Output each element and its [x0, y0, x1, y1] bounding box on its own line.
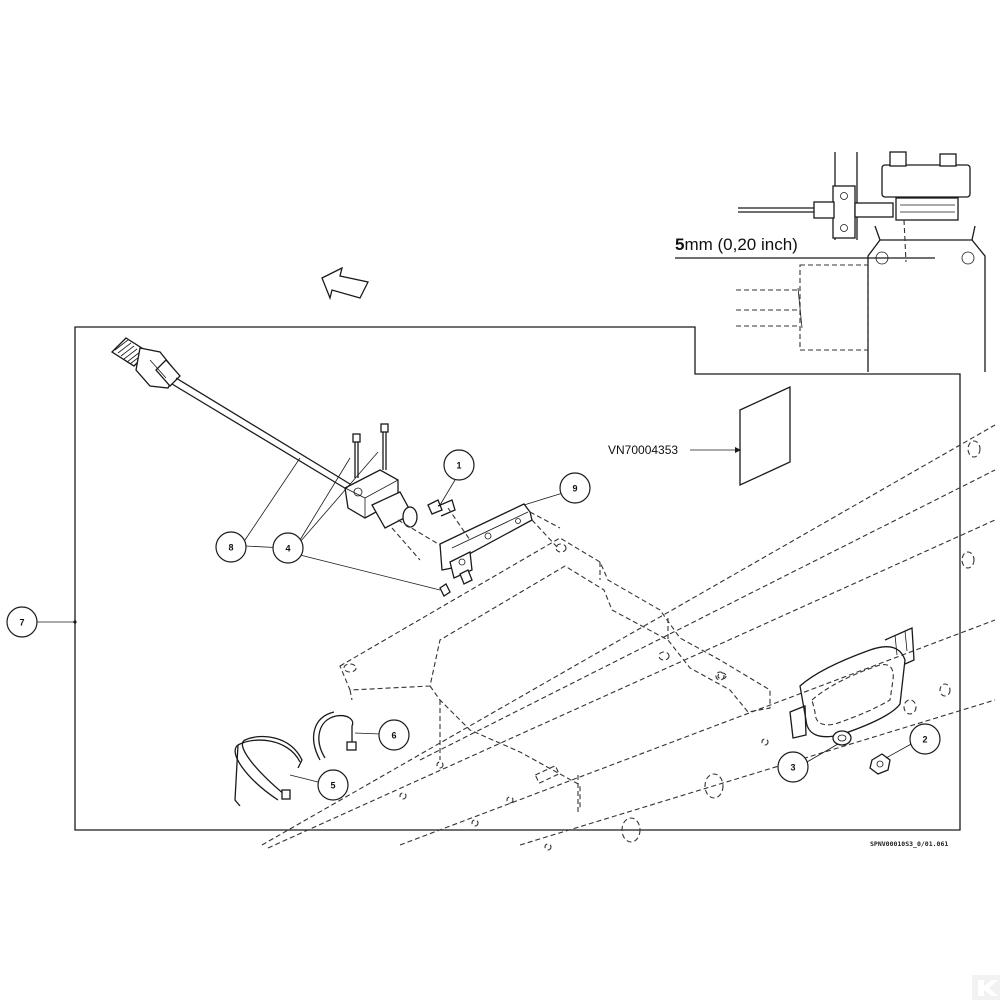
chassis-outline: [261, 424, 996, 851]
right-bracket: [789, 627, 915, 739]
callout-3: 3: [777, 751, 809, 783]
callout-8: 8: [215, 531, 247, 563]
svg-text:9: 9: [572, 484, 577, 494]
mounting-plate: [339, 537, 771, 810]
svg-text:8: 8: [228, 543, 233, 553]
callout-6: 6: [378, 719, 410, 751]
sensor-bracket: [427, 499, 561, 597]
callout-7: 7: [6, 606, 38, 638]
clip-5: [234, 735, 303, 807]
washer-part: [832, 730, 852, 746]
drawing-code: SPNV00010S3_0/01.061: [870, 840, 948, 848]
callout-1: 1: [443, 449, 475, 481]
direction-arrow-icon: [321, 266, 369, 301]
svg-text:6: 6: [391, 731, 396, 741]
dimension-label: 5mm (0,20 inch): [675, 235, 798, 254]
svg-text:5: 5: [330, 781, 335, 791]
svg-text:7: 7: [19, 618, 24, 628]
svg-text:2: 2: [922, 735, 927, 745]
part-label-text: VN70004353: [608, 443, 678, 457]
label-card: [739, 385, 791, 487]
svg-text:1: 1: [456, 461, 461, 471]
callout-5: 5: [317, 769, 349, 801]
corner-watermark-logo: [972, 975, 1000, 1000]
leader-lines: [35, 451, 914, 783]
detail-inset: 5mm (0,20 inch): [675, 151, 986, 372]
callout-9: 9: [559, 472, 591, 504]
sensor-assembly: [110, 337, 441, 561]
svg-text:3: 3: [790, 763, 795, 773]
nut-part: [869, 753, 891, 775]
callout-2: 2: [909, 723, 941, 755]
assembly-frame: [74, 326, 961, 831]
clip-6: [312, 711, 357, 761]
callout-4: 4: [272, 532, 304, 564]
svg-text:4: 4: [285, 544, 290, 554]
